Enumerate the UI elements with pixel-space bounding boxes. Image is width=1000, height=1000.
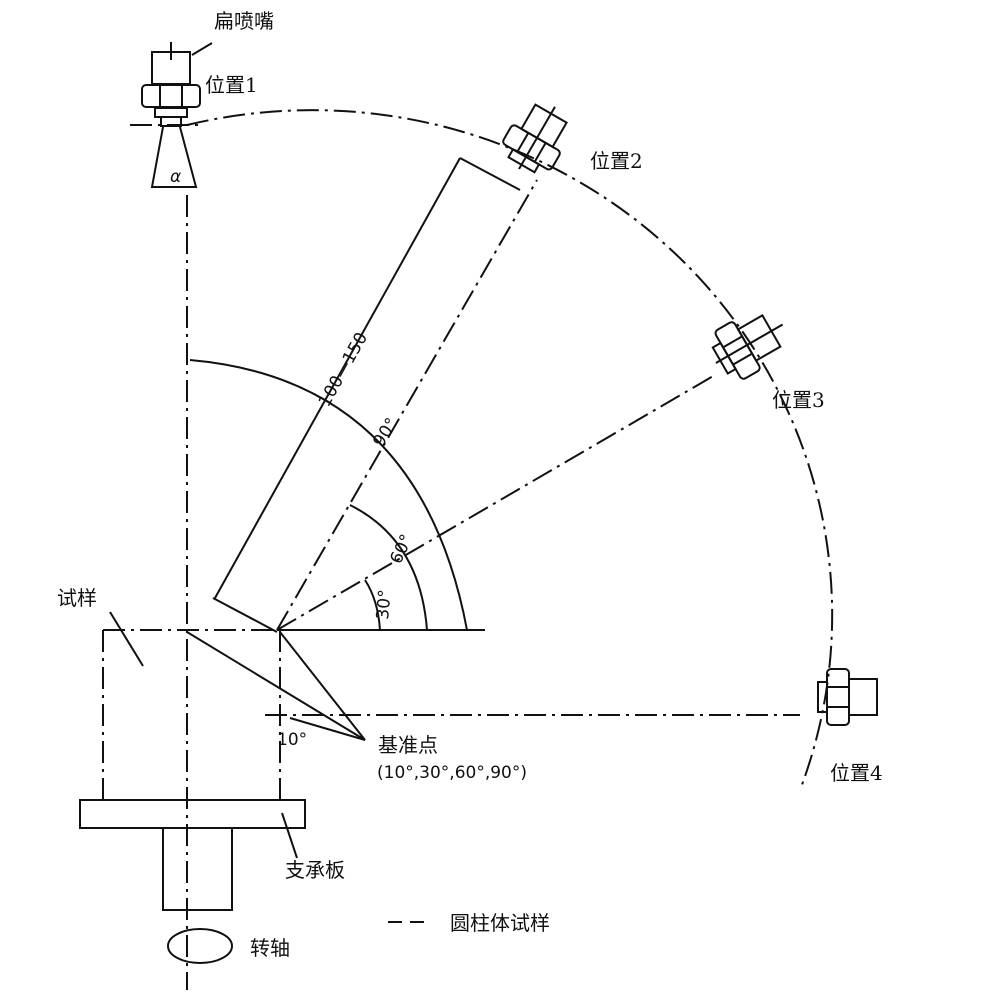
shaft — [162, 828, 233, 911]
rotation-icon — [167, 928, 233, 964]
angle-10-label: 10° — [277, 730, 307, 750]
position-2-label: 位置2 — [590, 149, 643, 173]
dimension-extension-low — [212, 597, 278, 633]
support-plate-label: 支承板 — [285, 858, 345, 882]
shaft-label: 转轴 — [250, 936, 290, 960]
nozzle-position-4 — [817, 668, 878, 726]
cylinder-legend-label: 圆柱体试样 — [450, 911, 550, 935]
nozzle-position-1 — [130, 42, 213, 188]
nozzle-position-2 — [502, 103, 568, 174]
reference-angles-label: (10°,30°,60°,90°) — [377, 763, 527, 783]
position-4-label: 位置4 — [830, 761, 883, 785]
line-to-position-3 — [276, 374, 716, 631]
position-arc — [186, 109, 834, 791]
angle-arc-90 — [189, 359, 468, 631]
dimension-extension-high — [459, 157, 521, 191]
nozzle-label: 扁喷嘴 — [214, 9, 274, 33]
angle-30-label: 30° — [373, 589, 396, 621]
support-plate-leader — [281, 812, 298, 859]
alpha-label: α — [170, 167, 181, 187]
distance-dimension-line — [214, 157, 461, 599]
support-plate — [79, 799, 306, 829]
nozzle-position-3 — [711, 314, 784, 380]
distance-label: 100—150 — [315, 329, 372, 410]
position-1-label: 位置1 — [205, 73, 258, 97]
line-to-position-2 — [276, 179, 538, 631]
reference-point-leader-10 — [289, 717, 366, 741]
specimen-label: 试样 — [57, 586, 97, 610]
specimen-leader — [109, 611, 144, 667]
reference-point-label: 基准点 — [378, 733, 438, 757]
position-3-label: 位置3 — [772, 388, 825, 412]
angle-arc-60 — [349, 504, 428, 631]
angle-arc-30 — [364, 579, 381, 631]
reference-point-leader — [186, 631, 366, 741]
